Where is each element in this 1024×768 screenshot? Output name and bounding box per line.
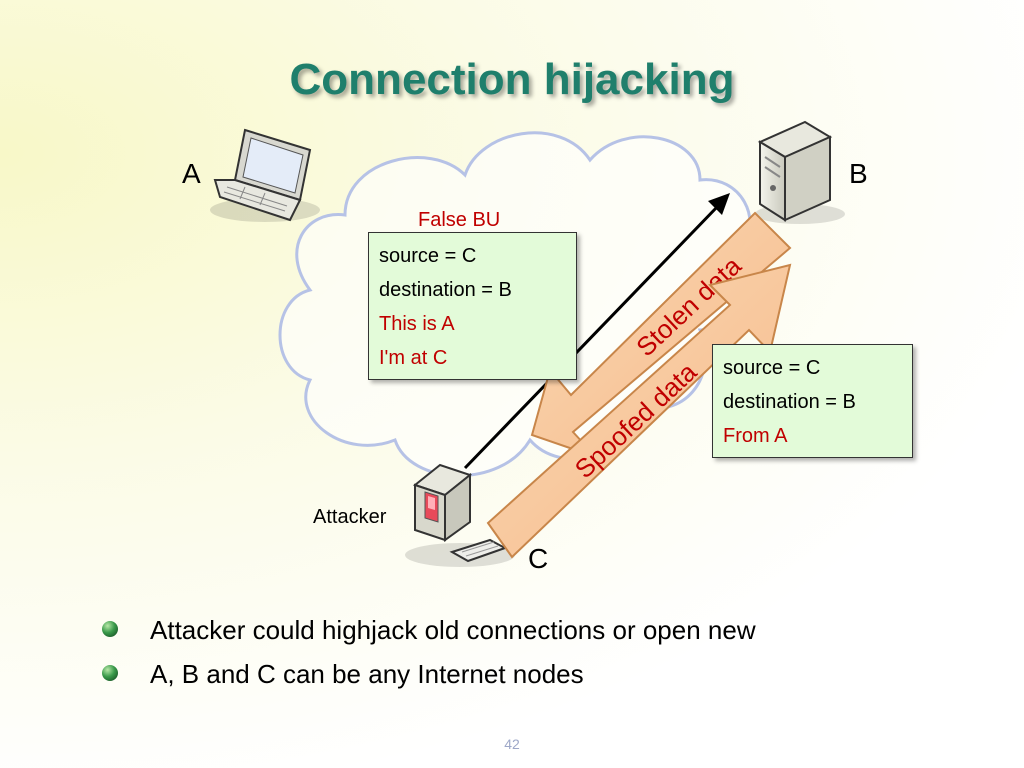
false-bu-line-im-at-c: I'm at C [379, 347, 448, 369]
spoofed-packet-box: source = C destination = B From A [712, 344, 913, 458]
node-a-label: A [182, 158, 201, 189]
server-b-icon [755, 120, 845, 224]
false-bu-box: source = C destination = B This is A I'm… [368, 232, 577, 380]
bullet-item: A, B and C can be any Internet nodes [100, 652, 756, 696]
bullet-text: A, B and C can be any Internet nodes [150, 659, 584, 689]
bullet-icon [102, 621, 118, 637]
spoofed-line-source: source = C [723, 357, 821, 379]
node-b-label: B [849, 158, 868, 189]
false-bu-line-this-is-a: This is A [379, 313, 455, 335]
false-bu-line-source: source = C [379, 245, 477, 267]
false-bu-arrow [463, 193, 730, 470]
node-c-label: C [528, 543, 548, 574]
false-bu-line-destination: destination = B [379, 279, 512, 301]
false-bu-caption: False BU [418, 209, 500, 231]
bullet-list: Attacker could highjack old connections … [100, 608, 756, 696]
attacker-label: Attacker [313, 506, 387, 528]
laptop-a-icon [210, 128, 320, 222]
attacker-computer-icon [405, 463, 515, 567]
bullet-icon [102, 665, 118, 681]
spoofed-line-destination: destination = B [723, 391, 856, 413]
bullet-text: Attacker could highjack old connections … [150, 615, 756, 645]
slide-title: Connection hijacking [289, 55, 735, 104]
bullet-item: Attacker could highjack old connections … [100, 608, 756, 652]
page-number: 42 [504, 736, 520, 752]
spoofed-line-from-a: From A [723, 425, 788, 447]
